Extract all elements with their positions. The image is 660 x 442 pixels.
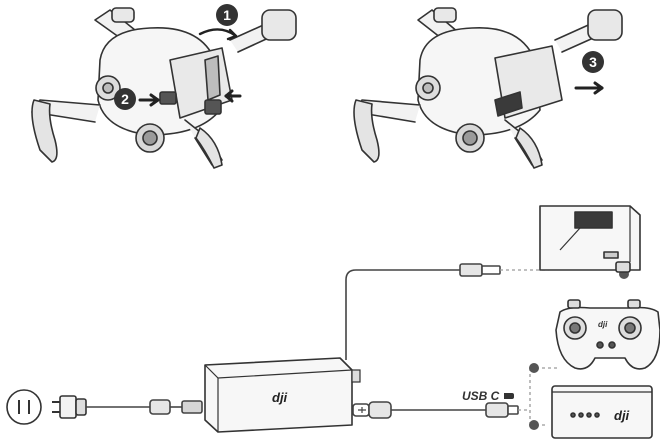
controller-port-dot <box>529 363 539 373</box>
step-1-badge: 1 <box>216 4 238 26</box>
usb-c-cable <box>352 401 519 419</box>
usb-c-port-label: USB C <box>462 389 500 403</box>
step-2-badge: 2 <box>114 88 136 110</box>
step-1-label: 1 <box>223 7 231 23</box>
step-3-label: 3 <box>589 54 597 70</box>
charger-brand-logo: dji <box>272 390 288 405</box>
step-3-badge: 3 <box>582 51 604 73</box>
goggles-battery-illustration <box>551 385 653 439</box>
battery-charging-cable <box>345 263 501 360</box>
remote-controller-illustration <box>555 299 660 370</box>
goggles-port-dot <box>529 420 539 430</box>
drone-battery-removed-illustration <box>353 7 623 169</box>
drone-battery-release-illustration <box>31 7 297 169</box>
charging-hub: dji <box>204 357 361 433</box>
step-2-label: 2 <box>121 91 129 107</box>
flight-battery-illustration <box>539 205 641 273</box>
wall-plug-icon <box>6 389 87 425</box>
controller-brand-logo: dji <box>598 320 608 329</box>
goggles-battery-brand-logo: dji <box>614 408 630 423</box>
ac-power-cable <box>86 399 203 415</box>
usb-c-icon <box>504 393 514 399</box>
